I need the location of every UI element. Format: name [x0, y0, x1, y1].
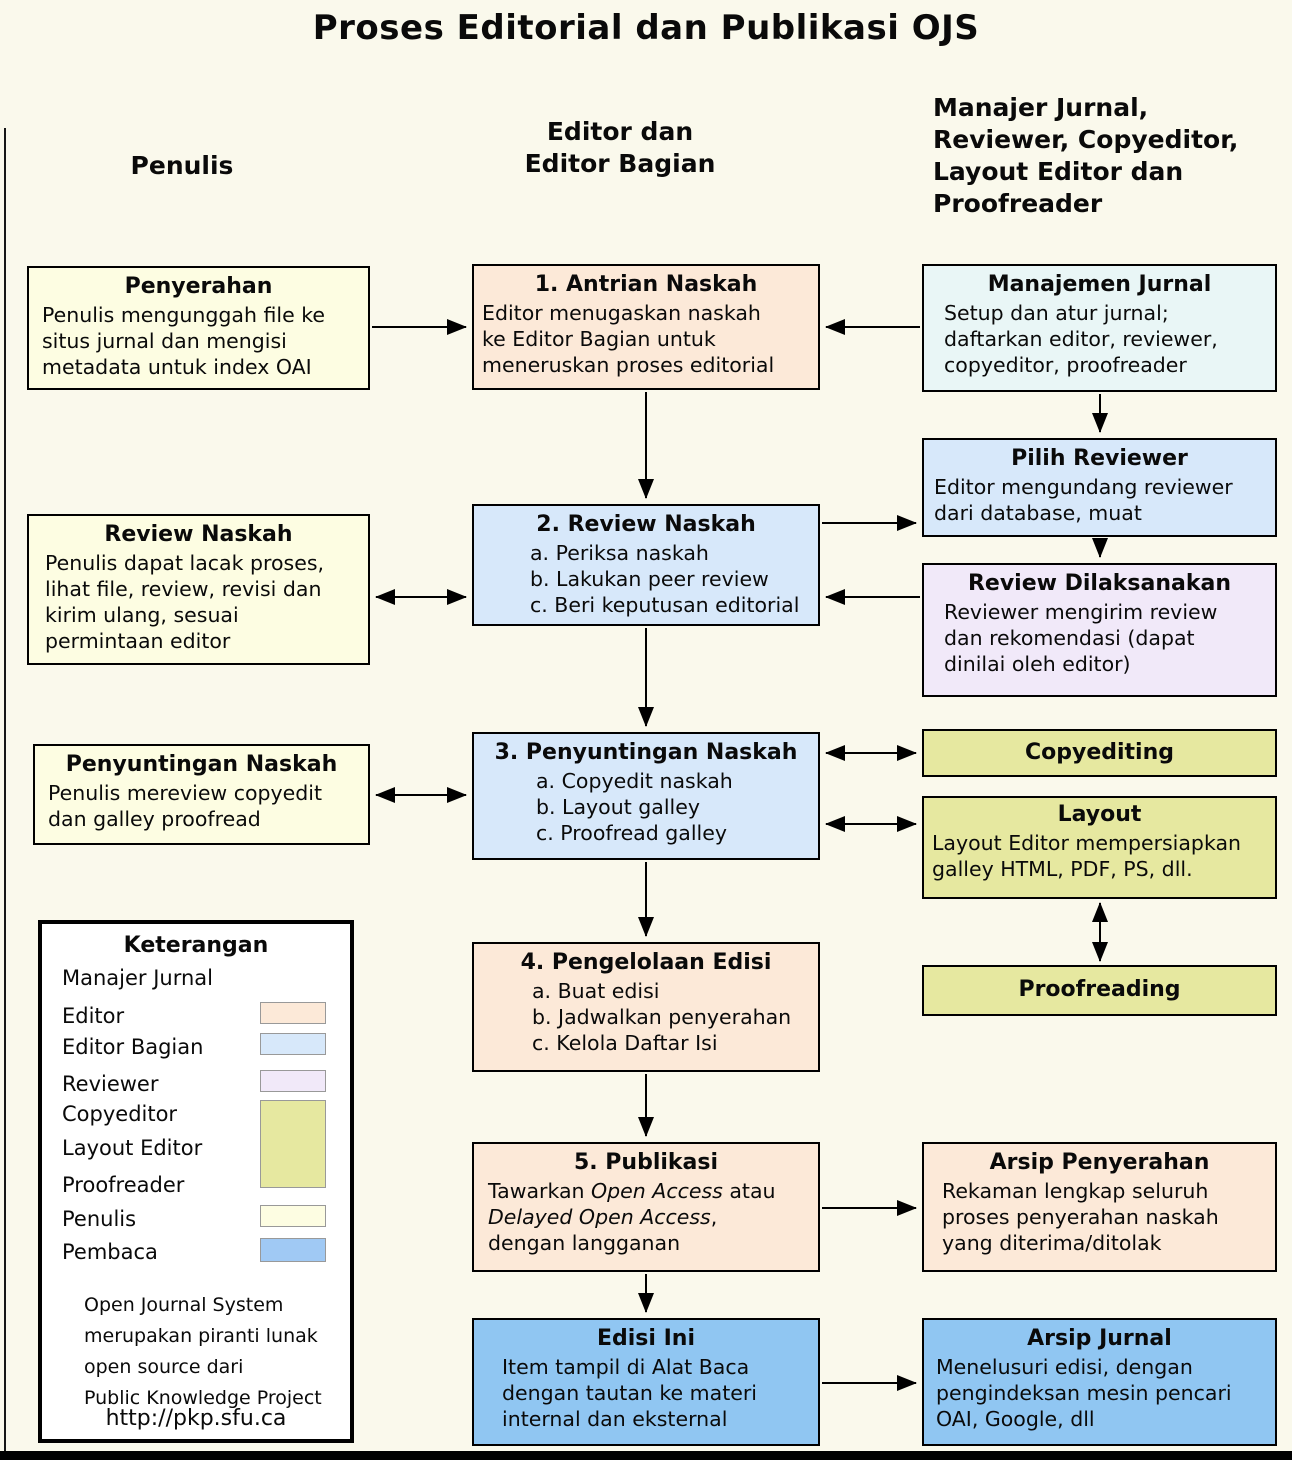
box-arsip-jurnal-title: Arsip Jurnal — [1027, 1326, 1172, 1351]
box-penyerahan-body: Penulis mengunggah file ke situs jurnal … — [42, 303, 325, 379]
legend-swatch-editor-bagian — [260, 1033, 326, 1055]
box-penyerahan-title: Penyerahan — [124, 274, 273, 299]
box-arsip-penyerahan-body: Rekaman lengkap seluruh proses penyeraha… — [942, 1179, 1219, 1255]
box-review-naskah-kiri-body: Penulis dapat lacak proses, lihat file, … — [45, 551, 325, 653]
legend-label-editor-bagian: Editor Bagian — [62, 1035, 204, 1059]
box-copyediting-title: Copyediting — [1024, 740, 1175, 765]
box-pilih-reviewer-body: Editor mengundang reviewer dari database… — [934, 475, 1233, 525]
box-review-dilaksanakan-title: Review Dilaksanakan — [967, 571, 1232, 596]
box-penyuntingan-kiri: Penyuntingan Naskah Penulis mereview cop… — [33, 744, 370, 845]
box-edisi-ini-body: Item tampil di Alat Baca dengan tautan k… — [502, 1355, 757, 1431]
box-antrian-naskah-title: 1. Antrian Naskah — [534, 272, 758, 297]
legend-title: Keterangan — [123, 933, 269, 958]
legend-url: http://pkp.sfu.ca — [105, 1406, 287, 1431]
box-proofreading: Proofreading — [922, 965, 1277, 1016]
box-proofreading-title: Proofreading — [1018, 977, 1181, 1002]
col-header-managers: Manajer Jurnal, Reviewer, Copyeditor, La… — [933, 93, 1239, 218]
legend-label-proofreader: Proofreader — [62, 1173, 185, 1197]
box-publikasi: 5. Publikasi Tawarkan Open Access atau D… — [472, 1142, 820, 1272]
legend-label-copyeditor: Copyeditor — [62, 1102, 178, 1126]
box-pilih-reviewer: Pilih Reviewer Editor mengundang reviewe… — [922, 438, 1277, 537]
box-review-naskah-kiri-title: Review Naskah — [104, 522, 293, 547]
box-antrian-naskah-body: Editor menugaskan naskah ke Editor Bagia… — [482, 301, 775, 377]
box-penyuntingan-naskah-3-title: 3. Penyuntingan Naskah — [494, 740, 798, 765]
box-penyuntingan-naskah-3-items: a. Copyedit naskah b. Layout galley c. P… — [536, 769, 733, 845]
box-manajemen-jurnal-body: Setup dan atur jurnal; daftarkan editor,… — [944, 301, 1218, 377]
box-pengelolaan-edisi-items: a. Buat edisi b. Jadwalkan penyerahan c.… — [532, 979, 792, 1055]
legend-label-editor: Editor — [62, 1004, 125, 1028]
legend-swatch-copyeditor-layout-proofreader — [260, 1100, 326, 1188]
box-review-dilaksanakan-body: Reviewer mengirim review dan rekomendasi… — [944, 600, 1218, 676]
legend-swatch-editor — [260, 1002, 326, 1024]
box-publikasi-title: 5. Publikasi — [573, 1150, 719, 1175]
box-review-naskah-2-items: a. Periksa naskah b. Lakukan peer review… — [530, 541, 800, 617]
legend-label-penulis: Penulis — [62, 1207, 137, 1231]
col-header-editor: Editor dan Editor Bagian — [524, 117, 716, 178]
page-bottom-border — [0, 1451, 1292, 1460]
legend-swatch-penulis — [260, 1205, 326, 1227]
legend-label-pembaca: Pembaca — [62, 1240, 158, 1264]
box-pengelolaan-edisi-title: 4. Pengelolaan Edisi — [520, 950, 772, 975]
box-arsip-penyerahan-title: Arsip Penyerahan — [989, 1150, 1210, 1175]
box-review-naskah-kiri: Review Naskah Penulis dapat lacak proses… — [27, 514, 370, 665]
box-copyediting: Copyediting — [922, 729, 1277, 777]
legend-label-layout-editor: Layout Editor — [62, 1136, 203, 1160]
box-manajemen-jurnal-title: Manajemen Jurnal — [987, 272, 1212, 297]
page-left-border — [4, 128, 6, 1452]
box-layout-body: Layout Editor mempersiapkan galley HTML,… — [932, 831, 1242, 881]
diagram-title: Proses Editorial dan Publikasi OJS — [312, 8, 980, 48]
legend: Keterangan Manajer Jurnal Editor Editor … — [38, 920, 354, 1443]
box-layout-title: Layout — [1057, 802, 1142, 827]
box-penyuntingan-kiri-body: Penulis mereview copyedit dan galley pro… — [48, 781, 323, 831]
box-penyuntingan-kiri-title: Penyuntingan Naskah — [65, 752, 338, 777]
box-edisi-ini-title: Edisi Ini — [596, 1326, 695, 1351]
box-manajemen-jurnal: Manajemen Jurnal Setup dan atur jurnal; … — [922, 264, 1277, 392]
box-penyuntingan-naskah-3: 3. Penyuntingan Naskah a. Copyedit naska… — [472, 732, 820, 860]
legend-swatch-pembaca — [260, 1238, 326, 1262]
box-antrian-naskah: 1. Antrian Naskah Editor menugaskan nask… — [472, 264, 820, 390]
box-penyerahan: Penyerahan Penulis mengunggah file ke si… — [27, 266, 370, 390]
box-arsip-jurnal-body: Menelusuri edisi, dengan pengindeksan me… — [936, 1355, 1232, 1431]
legend-swatch-reviewer — [260, 1070, 326, 1092]
box-edisi-ini: Edisi Ini Item tampil di Alat Baca denga… — [472, 1318, 820, 1446]
box-layout: Layout Layout Editor mempersiapkan galle… — [922, 796, 1277, 899]
col-header-penulis: Penulis — [130, 151, 234, 180]
box-arsip-penyerahan: Arsip Penyerahan Rekaman lengkap seluruh… — [922, 1142, 1277, 1272]
box-publikasi-body: Tawarkan Open Access atau Delayed Open A… — [488, 1179, 776, 1255]
legend-label-reviewer: Reviewer — [62, 1072, 159, 1096]
legend-footer: Open Journal System merupakan piranti lu… — [84, 1294, 322, 1409]
box-review-dilaksanakan: Review Dilaksanakan Reviewer mengirim re… — [922, 563, 1277, 697]
legend-label-manajer-jurnal: Manajer Jurnal — [62, 966, 214, 990]
box-review-naskah-2-title: 2. Review Naskah — [536, 512, 756, 537]
box-review-naskah-2: 2. Review Naskah a. Periksa naskah b. La… — [472, 504, 820, 626]
box-pilih-reviewer-title: Pilih Reviewer — [1011, 446, 1188, 471]
box-arsip-jurnal: Arsip Jurnal Menelusuri edisi, dengan pe… — [922, 1318, 1277, 1446]
box-pengelolaan-edisi: 4. Pengelolaan Edisi a. Buat edisi b. Ja… — [472, 942, 820, 1072]
